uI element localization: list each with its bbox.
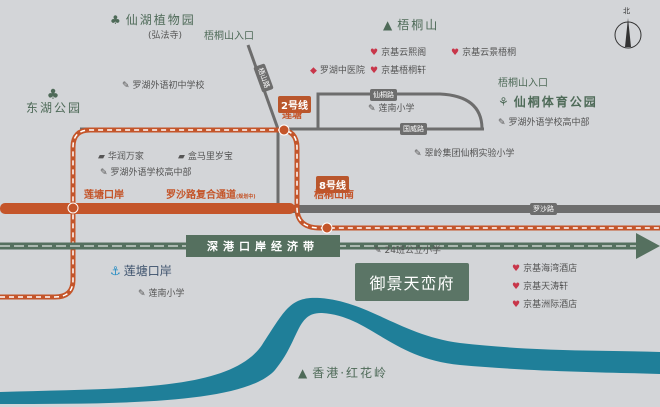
station-lianpo[interactable]: 莲塘 xyxy=(282,110,302,121)
metro-line2-badge: 2号线 xyxy=(278,96,311,113)
property-icon: ♥ xyxy=(370,48,379,58)
port-lianpo: ⚓莲塘口岸 xyxy=(110,264,172,278)
school-icon: ✎ xyxy=(498,118,506,128)
school-luohu-junior: ✎罗湖外语初中学校 xyxy=(122,81,205,91)
station-lianpo-port[interactable]: 莲塘口岸 xyxy=(84,190,124,201)
road-label-guowei: 国威路 xyxy=(400,123,427,135)
entrance-wutong-1: 梧桐山入口 xyxy=(204,31,254,42)
hotel-yunjing: ♥京基云景梧桐 xyxy=(451,48,517,58)
school-lianpo-primary: ✎莲南小学 xyxy=(368,104,415,114)
school-cuiling: ✎翠岭集团仙桐实验小学 xyxy=(414,149,515,159)
hotel-haiwan: ♥京基海湾酒店 xyxy=(512,264,578,274)
hotel-yunxi: ♥京基云熙阁 xyxy=(370,48,427,58)
metro-station-icons xyxy=(67,124,333,234)
school-icon: ✎ xyxy=(138,289,146,299)
property-icon: ♥ xyxy=(512,300,521,310)
property-icon: ♥ xyxy=(512,282,521,292)
park-donghu: ♣东湖公园 xyxy=(25,87,82,115)
park-hongfa: (弘法寺) xyxy=(148,31,183,41)
school-icon: ✎ xyxy=(414,149,422,159)
park-hongkong: ▲香港·红花岭 xyxy=(298,366,389,380)
runner-icon: ⚘ xyxy=(498,95,511,109)
shop-icon: ▰ xyxy=(178,152,185,162)
school-24-class: ✎24班公立小学 xyxy=(374,246,441,256)
road-label-luosha: 罗沙路 xyxy=(530,203,557,215)
luosha-channel-label: 罗沙路复合通道(规划中) xyxy=(166,190,256,201)
school-icon: ✎ xyxy=(368,104,376,114)
mall-mixc: ▰华润万家 xyxy=(98,152,144,162)
school-icon: ✎ xyxy=(374,246,382,256)
school-luohu-high: ✎罗湖外语学校高中部 xyxy=(100,168,192,178)
hospital-luohu-tcm: ◆罗湖中医院 xyxy=(310,66,365,76)
shop-icon: ▰ xyxy=(98,152,105,162)
hotel-wutongxuan: ♥京基梧桐轩 xyxy=(370,66,427,76)
north-label: 北 xyxy=(623,7,630,15)
park-wutongshan: ▲梧桐山 xyxy=(383,18,440,32)
road-label-xiantong: 仙桐路 xyxy=(370,89,397,101)
metro-lines xyxy=(0,127,660,300)
project-label[interactable]: 御景天峦府 xyxy=(355,263,469,301)
school-luohu-high-2: ✎罗湖外语学校高中部 xyxy=(498,118,590,128)
economic-band-label: 深港口岸经济带 xyxy=(186,235,340,257)
luosha-channel xyxy=(0,203,295,214)
property-icon: ♥ xyxy=(451,48,460,58)
mountain-icon: ▲ xyxy=(383,18,395,32)
park-xiantong: ⚘仙桐体育公园 xyxy=(498,95,598,109)
north-arrow-icon xyxy=(614,18,642,49)
anchor-icon: ⚓ xyxy=(110,264,121,278)
metro-line8-badge: 8号线 xyxy=(316,176,349,193)
luosha-road xyxy=(290,205,660,213)
river xyxy=(0,297,660,404)
mountain-icon: ▲ xyxy=(298,366,310,380)
hospital-icon: ◆ xyxy=(310,66,317,76)
hotel-tianhai: ♥京基天涛轩 xyxy=(512,282,569,292)
school-icon: ✎ xyxy=(122,81,130,91)
property-icon: ♥ xyxy=(370,66,379,76)
entrance-wutong-2: 梧桐山入口 xyxy=(498,78,548,89)
property-icon: ♥ xyxy=(512,264,521,274)
school-lianpo-primary-2: ✎莲南小学 xyxy=(138,289,185,299)
hotel-zhouji: ♥京基洲际酒店 xyxy=(512,300,578,310)
park-xianhu: ♣仙湖植物园 xyxy=(110,13,196,27)
tree-icon: ♣ xyxy=(110,13,123,27)
school-icon: ✎ xyxy=(100,168,108,178)
mall-hema: ▰盒马里岁宝 xyxy=(178,152,233,162)
station-wutong-south[interactable]: 梧桐山南 xyxy=(314,190,354,201)
tree-icon: ♣ xyxy=(46,87,62,103)
